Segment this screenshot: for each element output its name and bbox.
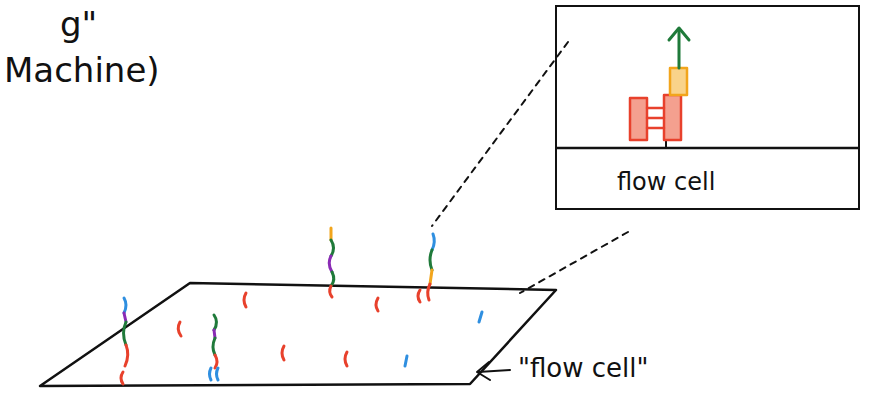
dna-cluster — [329, 228, 334, 297]
zoom-line — [432, 42, 568, 226]
index-segment — [670, 68, 687, 95]
flow-cell-label: "flow cell" — [518, 354, 648, 383]
surface-line — [557, 147, 858, 150]
dna-cluster — [124, 298, 128, 366]
leader-arrowhead — [477, 362, 490, 380]
base-pair — [647, 107, 664, 110]
primer-strand — [630, 98, 647, 140]
primer-strand — [121, 293, 482, 384]
surface-label: flow cell — [617, 169, 715, 195]
dna-cluster — [210, 315, 219, 380]
dna-cluster — [418, 234, 434, 302]
inset-box: flow cell — [555, 5, 860, 210]
title-fragment: g" — [60, 6, 97, 43]
flow-cell-plane — [40, 283, 556, 386]
synthesis-arrow — [678, 30, 681, 68]
base-pair — [647, 127, 664, 130]
zoom-line — [520, 232, 628, 293]
base-pair — [647, 117, 664, 120]
leader-arrow — [478, 370, 510, 372]
title-fragment: Machine) — [4, 52, 160, 89]
synthesis-arrowhead — [669, 28, 689, 40]
primer-strand — [664, 95, 681, 140]
